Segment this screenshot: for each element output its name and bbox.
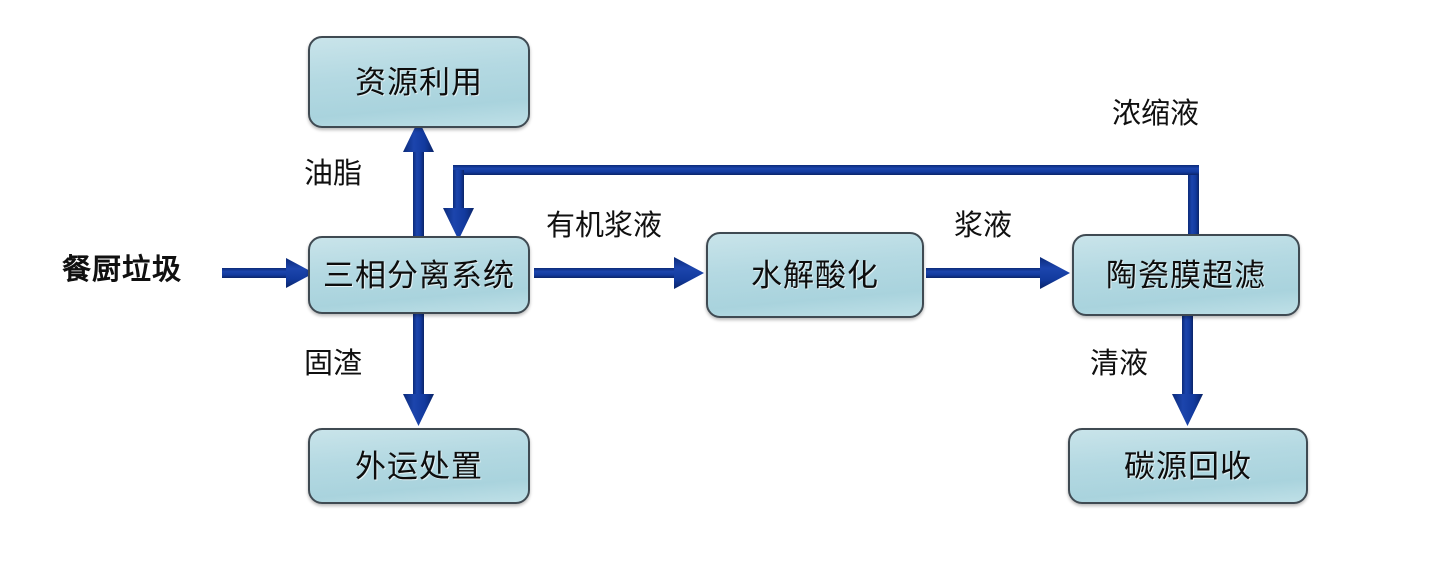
node-external-disposal[interactable]: 外运处置 — [308, 428, 530, 504]
edge-label-concentrate: 浓缩液 — [1112, 98, 1200, 130]
arrow-separation-to-disposal — [403, 312, 434, 426]
edge-label-solid-residue: 固渣 — [304, 348, 363, 380]
arrow-separation-to-hydrolysis — [534, 257, 704, 289]
node-label: 资源利用 — [355, 64, 483, 100]
edge-label-grease: 油脂 — [304, 158, 363, 190]
arrow-hydrolysis-to-ceramic — [926, 257, 1070, 289]
edge-label-input-feed: 餐厨垃圾 — [62, 254, 183, 286]
arrow-ceramic-to-carbon — [1172, 314, 1203, 426]
edge-label-slurry: 浆液 — [954, 210, 1013, 242]
node-label: 外运处置 — [355, 448, 483, 484]
arrow-feed-to-separation — [222, 258, 314, 288]
node-label: 碳源回收 — [1124, 448, 1252, 484]
edge-label-organic-slurry: 有机浆液 — [546, 210, 663, 242]
node-three-phase-separation[interactable]: 三相分离系统 — [308, 236, 530, 314]
node-label: 水解酸化 — [751, 257, 879, 293]
arrow-separation-to-resource — [403, 120, 434, 240]
node-label: 三相分离系统 — [323, 257, 515, 293]
node-ceramic-membrane-ultrafiltration[interactable]: 陶瓷膜超滤 — [1072, 234, 1300, 316]
node-resource-utilization[interactable]: 资源利用 — [308, 36, 530, 128]
node-label: 陶瓷膜超滤 — [1106, 257, 1266, 293]
node-hydrolysis-acidification[interactable]: 水解酸化 — [706, 232, 924, 318]
node-carbon-source-recovery[interactable]: 碳源回收 — [1068, 428, 1308, 504]
arrow-ceramic-to-separation-recycle — [443, 165, 1199, 240]
edge-label-clear-liquid: 清液 — [1090, 348, 1149, 380]
